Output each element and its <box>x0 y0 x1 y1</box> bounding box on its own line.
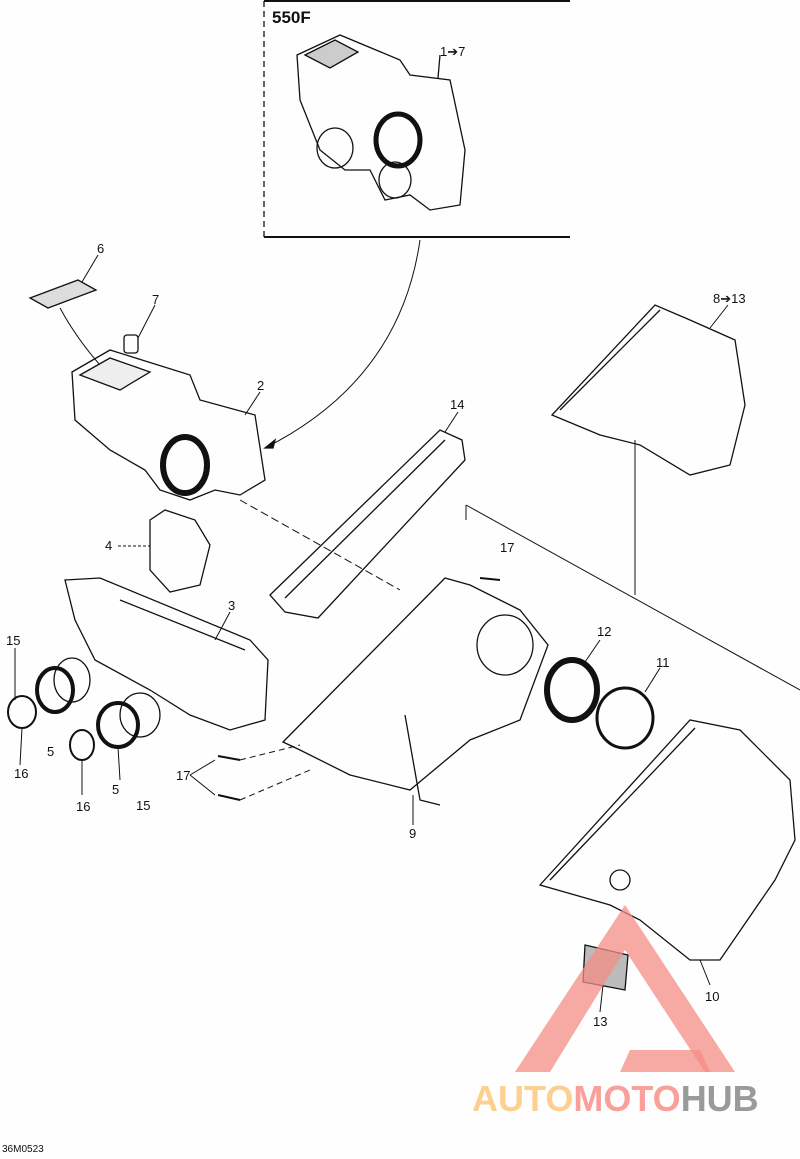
callout-17-top: 17 <box>500 540 515 555</box>
callout-12: 12 <box>597 624 612 639</box>
airbox-housing-10 <box>538 719 796 961</box>
callout-13: 13 <box>593 1014 608 1029</box>
callout-6: 6 <box>97 241 105 256</box>
callout-1-7: 1➔7 <box>440 44 466 59</box>
callout-5-left: 5 <box>47 744 55 759</box>
callout-4: 4 <box>105 538 113 553</box>
callout-3: 3 <box>228 598 236 613</box>
callout-14: 14 <box>450 397 465 412</box>
drawing-code: 36M0523 <box>2 1144 44 1155</box>
airbox-assembly-inset <box>296 34 466 211</box>
callout-8-13: 8➔13 <box>713 291 746 306</box>
callout-16-right: 16 <box>76 799 91 814</box>
airbox-cover-2 <box>71 349 266 501</box>
callout-5-right: 5 <box>112 782 120 797</box>
watermark-moto: MOTO <box>573 1078 681 1119</box>
watermark-logo <box>515 905 735 1072</box>
model-title: 550F <box>272 8 311 27</box>
callout-7: 7 <box>152 292 160 307</box>
callout-10: 10 <box>705 989 720 1004</box>
airbox-upper-8-13 <box>550 304 746 476</box>
callout-17-left: 17 <box>176 768 191 783</box>
watermark-text: AUTOMOTOHUB <box>472 1078 759 1120</box>
airbox-tray-9 <box>281 577 549 806</box>
inset-box <box>263 0 570 238</box>
callout-15-top: 15 <box>6 633 21 648</box>
watermark-auto: AUTO <box>472 1078 574 1119</box>
callout-11: 11 <box>656 655 670 670</box>
airbox-base-3 <box>64 577 269 731</box>
callout-9: 9 <box>409 826 417 841</box>
callout-15-bottom: 15 <box>136 798 151 813</box>
callout-16-left: 16 <box>14 766 29 781</box>
callout-2: 2 <box>257 378 265 393</box>
watermark-hub: HUB <box>680 1078 759 1119</box>
